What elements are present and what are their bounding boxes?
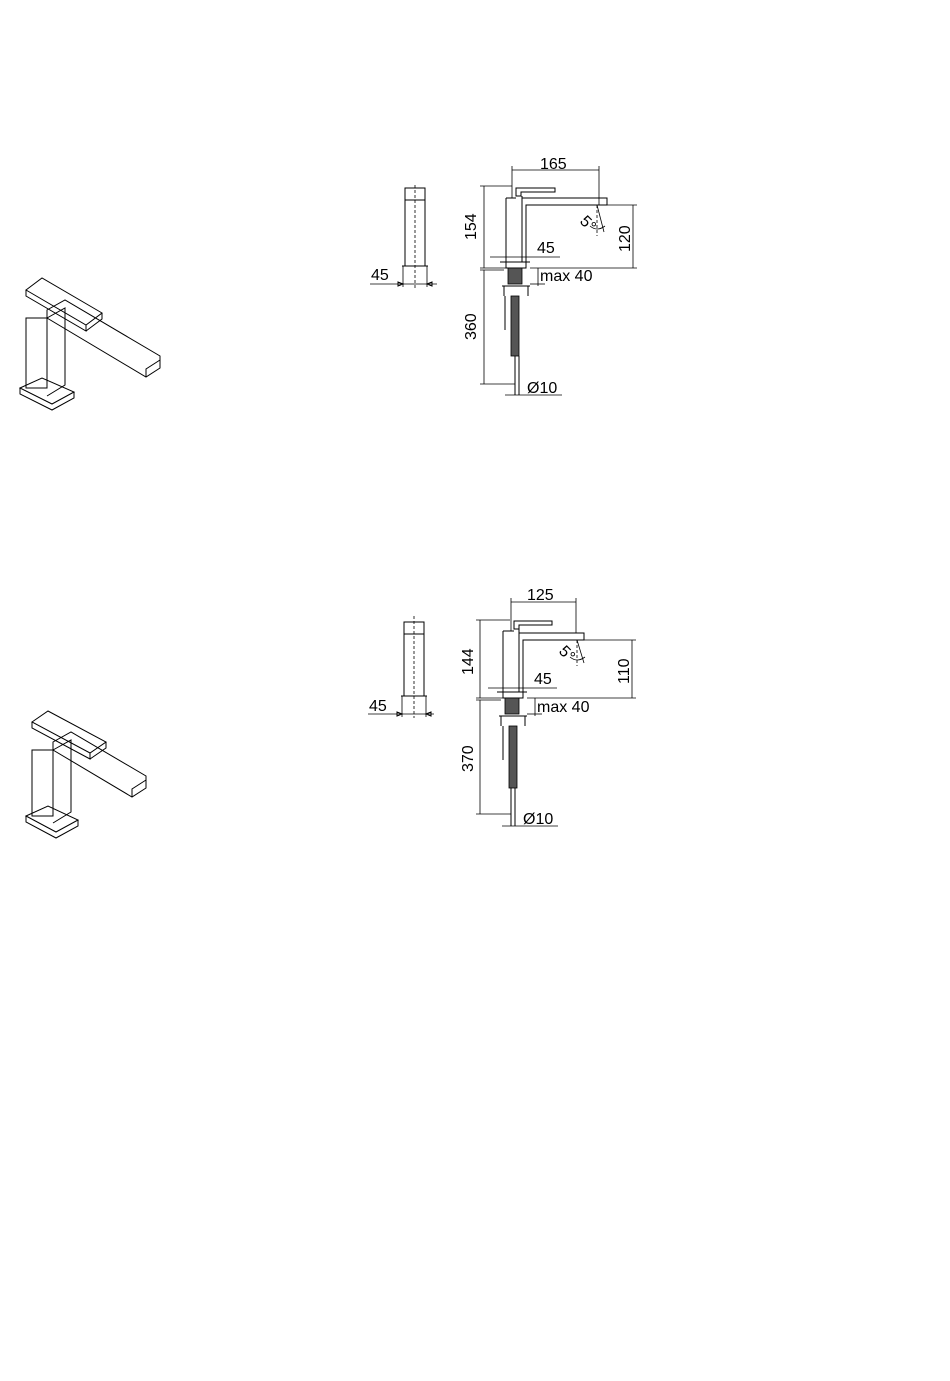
angle-label-2: 5° <box>555 643 578 666</box>
angle-label-1: 5° <box>576 213 599 236</box>
side-width-label-2: 45 <box>369 698 387 715</box>
spout-height-label-2: 110 <box>616 658 633 684</box>
hose-length-label-2: 370 <box>460 745 477 772</box>
base-width-label-1: 45 <box>537 240 555 257</box>
body-height-label-2: 144 <box>460 648 477 675</box>
max-thickness-label-1: max 40 <box>540 268 593 285</box>
max-thickness-label-2: max 40 <box>537 699 590 716</box>
side-width-label-1: 45 <box>371 267 389 284</box>
drawing-1: 45 <box>20 156 637 410</box>
hose-diameter-label-2: Ø10 <box>523 811 553 828</box>
body-height-label-1: 154 <box>463 213 480 240</box>
hose-length-label-1: 360 <box>463 313 480 340</box>
faucet-isometric-1 <box>20 278 160 410</box>
drawing-2: 45 <box>26 587 636 838</box>
spout-reach-label-1: 165 <box>540 156 567 173</box>
spout-height-label-1: 120 <box>617 225 634 252</box>
spout-reach-label-2: 125 <box>527 587 554 604</box>
base-width-label-2: 45 <box>534 671 552 688</box>
faucet-isometric-2 <box>26 711 146 838</box>
hose-diameter-label-1: Ø10 <box>527 380 557 397</box>
